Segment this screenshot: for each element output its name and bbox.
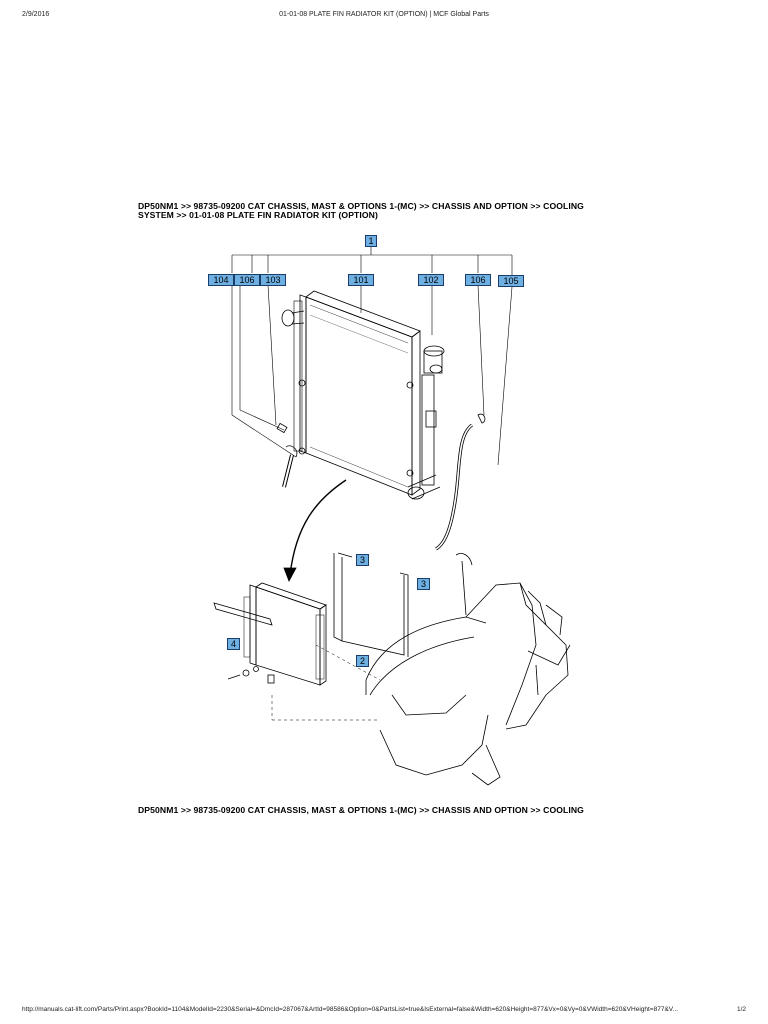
overflow-hose	[435, 423, 474, 551]
callout-101[interactable]: 101	[348, 274, 374, 286]
callout-106-right[interactable]: 106	[465, 274, 491, 286]
chassis-frame	[365, 553, 571, 786]
breadcrumb-top: DP50NM1 >> 98735-09200 CAT CHASSIS, MAST…	[138, 201, 584, 220]
callout-106-left[interactable]: 106	[234, 274, 260, 286]
fasteners	[227, 666, 275, 684]
callout-3-upper[interactable]: 3	[356, 554, 369, 566]
page-number: 1/2	[736, 1006, 746, 1013]
callout-104[interactable]: 104	[208, 274, 234, 286]
print-page-title: 01-01-08 PLATE FIN RADIATOR KIT (OPTION)…	[279, 11, 489, 18]
seal-strips	[213, 552, 409, 657]
callout-3-lower[interactable]: 3	[417, 578, 430, 590]
callout-102[interactable]: 102	[418, 274, 444, 286]
print-date: 2/9/2016	[22, 11, 50, 18]
callout-4[interactable]: 4	[227, 638, 240, 650]
parts-diagram: 1 104 106 103 101 102 106 105 3 3 4 2	[166, 225, 606, 795]
radiator-kit-illustration	[213, 247, 571, 786]
radiator-lower	[243, 582, 327, 686]
hose-bits	[276, 422, 298, 488]
callout-2[interactable]: 2	[356, 655, 369, 667]
callout-1[interactable]: 1	[365, 235, 377, 247]
print-url: http://manuals.cat-lift.com/Parts/Print.…	[22, 1006, 678, 1013]
breadcrumb-bottom: DP50NM1 >> 98735-09200 CAT CHASSIS, MAST…	[138, 805, 584, 815]
leader-lines	[231, 247, 513, 466]
callout-105[interactable]: 105	[498, 275, 524, 287]
assembly-arrow	[289, 479, 347, 576]
radiator-main	[281, 290, 445, 500]
callout-103[interactable]: 103	[260, 274, 286, 286]
